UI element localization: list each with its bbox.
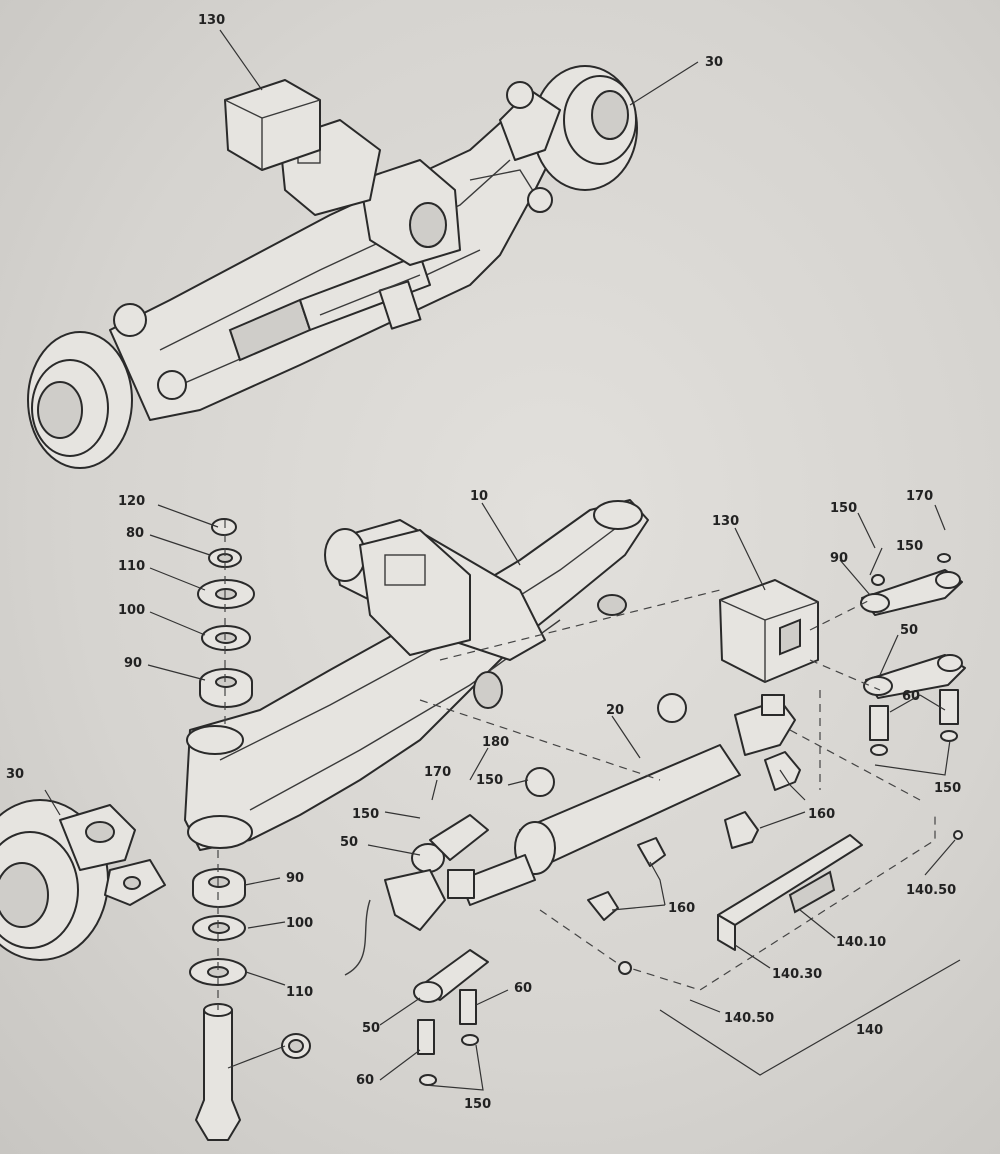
callout-120: 120 <box>118 494 145 509</box>
callout-90-lower: 90 <box>286 871 304 886</box>
assembled-axle <box>27 65 638 469</box>
callout-90-right: 90 <box>830 551 848 566</box>
callout-60-lower: 60 <box>356 1073 374 1088</box>
callout-150-center-right: 150 <box>476 773 503 788</box>
callout-100-upper: 100 <box>118 603 145 618</box>
callout-110-lower: 110 <box>286 985 313 1000</box>
callout-180: 180 <box>482 735 509 750</box>
callout-80: 80 <box>126 526 144 541</box>
callout-140-30: 140.30 <box>772 967 822 982</box>
callout-60-right: 60 <box>902 689 920 704</box>
callout-130-right: 130 <box>712 514 739 529</box>
callout-140-50-right: 140.50 <box>906 883 956 898</box>
callout-130-top: 130 <box>198 13 225 28</box>
callout-50-lower: 50 <box>362 1021 380 1036</box>
callout-140-50-lower: 140.50 <box>724 1011 774 1026</box>
callout-10: 10 <box>470 489 488 504</box>
callout-30-left: 30 <box>6 767 24 782</box>
callout-170-center: 170 <box>424 765 451 780</box>
callout-150-right-mid: 150 <box>896 539 923 554</box>
callout-60-center: 60 <box>514 981 532 996</box>
callout-50-right: 50 <box>900 623 918 638</box>
callout-50-center: 50 <box>340 835 358 850</box>
callout-labels: 130 30 120 80 110 100 90 10 130 150 170 … <box>6 13 961 1112</box>
bolt-set-160 <box>587 751 801 921</box>
leader-lines <box>44 29 956 1081</box>
callout-100-lower: 100 <box>286 916 313 931</box>
callout-20: 20 <box>606 703 624 718</box>
callout-150-center-left: 150 <box>352 807 379 822</box>
callout-160-lower: 160 <box>668 901 695 916</box>
nut-120 <box>211 518 237 536</box>
callout-140-10: 140.10 <box>836 935 886 950</box>
callout-140: 140 <box>856 1023 883 1038</box>
callout-30-top: 30 <box>705 55 723 70</box>
callout-170-right: 170 <box>906 489 933 504</box>
callout-90-upper: 90 <box>124 656 142 671</box>
callout-150-right-bottom: 150 <box>934 781 961 796</box>
callout-150-right-top: 150 <box>830 501 857 516</box>
callout-160-upper: 160 <box>808 807 835 822</box>
callout-150-bottom: 150 <box>464 1097 491 1112</box>
callout-110-upper: 110 <box>118 559 145 574</box>
